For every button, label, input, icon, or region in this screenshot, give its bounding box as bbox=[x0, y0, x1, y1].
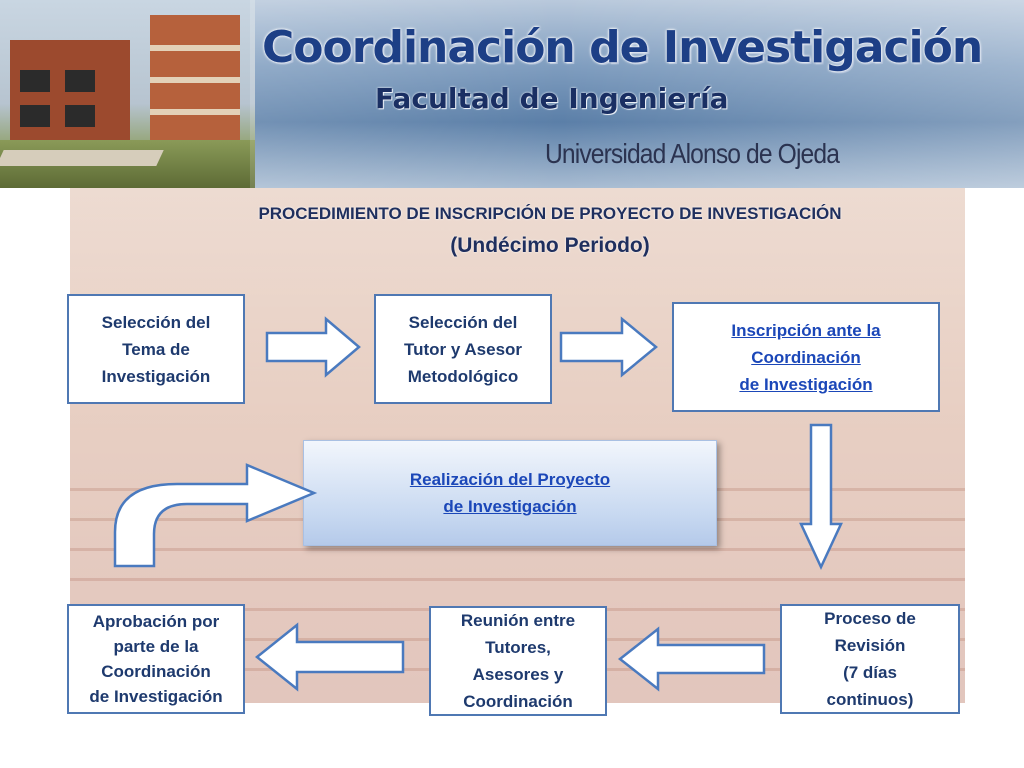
building-left bbox=[10, 40, 130, 140]
banner-subtitle: Facultad de Ingeniería bbox=[375, 82, 729, 115]
step-text-line: Investigación bbox=[101, 366, 211, 386]
arrow-down-icon bbox=[799, 423, 843, 570]
banner-university: Universidad Alonso de Ojeda bbox=[545, 138, 840, 169]
step-link-line[interactable]: Inscripción ante la bbox=[731, 320, 881, 340]
step-text-line: continuos) bbox=[826, 690, 914, 709]
step-text-line: Coordinación bbox=[101, 662, 211, 681]
procedure-subtitle: (Undécimo Periodo) bbox=[450, 234, 650, 257]
step-text-line: Reunión entre bbox=[460, 611, 576, 630]
step-seleccion-tema: Selección del Tema de Investigación bbox=[67, 294, 245, 404]
step-text-line: de Investigación bbox=[89, 687, 223, 706]
step-seleccion-tutor: Selección del Tutor y Asesor Metodológic… bbox=[374, 294, 552, 404]
step-text-line: Tutor y Asesor bbox=[403, 339, 523, 359]
step-text-line: Revisión bbox=[834, 636, 906, 655]
procedure-title: PROCEDIMIENTO DE INSCRIPCIÓN DE PROYECTO… bbox=[258, 204, 842, 223]
step-text-line: Asesores y bbox=[472, 665, 564, 684]
step-text-line: Aprobación por bbox=[92, 612, 220, 631]
step-link-line[interactable]: de Investigación bbox=[739, 374, 873, 394]
step-link-line[interactable]: Realización del Proyecto bbox=[409, 470, 611, 489]
arrow-left-icon bbox=[617, 626, 766, 692]
arrow-curved-icon bbox=[113, 463, 318, 568]
step-text-line: (7 días bbox=[843, 663, 897, 682]
step-link-line[interactable]: de Investigación bbox=[443, 497, 577, 516]
step-realizacion[interactable]: Realización del Proyecto de Investigació… bbox=[303, 440, 717, 546]
step-text-line: Metodológico bbox=[407, 366, 519, 386]
step-revision: Proceso de Revisión (7 días continuos) bbox=[780, 604, 960, 714]
building-tower bbox=[150, 15, 240, 140]
step-reunion: Reunión entre Tutores, Asesores y Coordi… bbox=[429, 606, 607, 716]
step-text-line: Selección del bbox=[101, 312, 211, 332]
step-inscripcion[interactable]: Inscripción ante la Coordinación de Inve… bbox=[672, 302, 940, 412]
step-text-line: Selección del bbox=[408, 312, 518, 332]
step-text-line: parte de la bbox=[113, 637, 199, 656]
step-text-line: Tutores, bbox=[485, 638, 551, 657]
campus-photo bbox=[0, 0, 255, 188]
step-link-line[interactable]: Coordinación bbox=[751, 347, 861, 367]
banner-overlay bbox=[250, 0, 1024, 188]
step-text-line: Proceso de bbox=[824, 609, 916, 628]
arrow-right-icon bbox=[265, 316, 361, 378]
step-aprobacion: Aprobación por parte de la Coordinación … bbox=[67, 604, 245, 714]
step-text-line: Coordinación bbox=[463, 692, 573, 711]
step-text-line: Tema de bbox=[122, 339, 190, 359]
campus-path bbox=[0, 150, 164, 166]
banner-title: Coordinación de Investigación bbox=[262, 22, 983, 73]
arrow-left-icon bbox=[254, 622, 405, 692]
arrow-right-icon bbox=[559, 316, 658, 378]
header-banner: Coordinación de Investigación Facultad d… bbox=[0, 0, 1024, 188]
